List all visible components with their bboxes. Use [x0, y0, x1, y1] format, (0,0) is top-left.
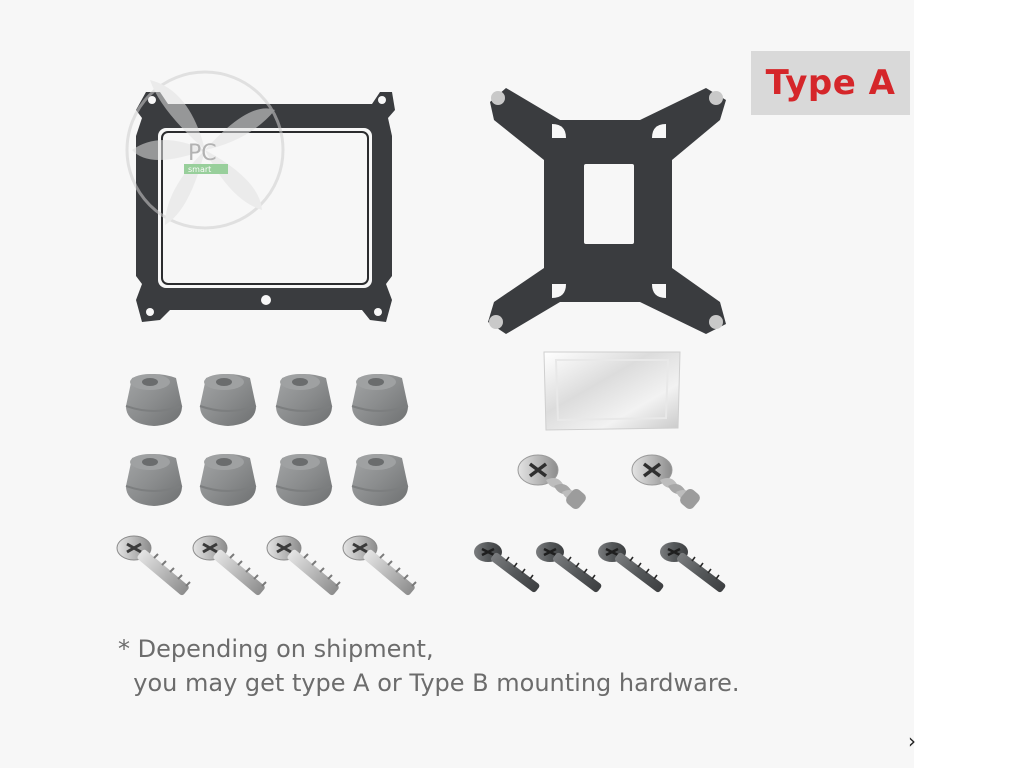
shipment-note-line-2: you may get type A or Type B mounting ha…	[118, 669, 740, 697]
pcsmart-watermark-logo: PC smart	[125, 70, 285, 230]
backplate	[488, 88, 726, 334]
short-screw-set	[472, 540, 728, 595]
chevron-right-icon[interactable]: ›	[908, 729, 916, 753]
spring-screw-set	[516, 453, 704, 513]
long-screw-set	[115, 534, 418, 598]
shipment-note: * Depending on shipment, you may get typ…	[118, 632, 878, 700]
mounting-hardware-illustration: PC smart	[115, 70, 728, 598]
standoff-set	[125, 373, 409, 507]
thermal-paste-packet	[543, 351, 681, 431]
svg-text:smart: smart	[188, 165, 211, 174]
shipment-note-line-1: * Depending on shipment,	[118, 635, 434, 663]
product-image: PC smart	[115, 51, 910, 700]
type-a-badge: Type A	[751, 51, 910, 115]
svg-text:PC: PC	[188, 141, 217, 166]
